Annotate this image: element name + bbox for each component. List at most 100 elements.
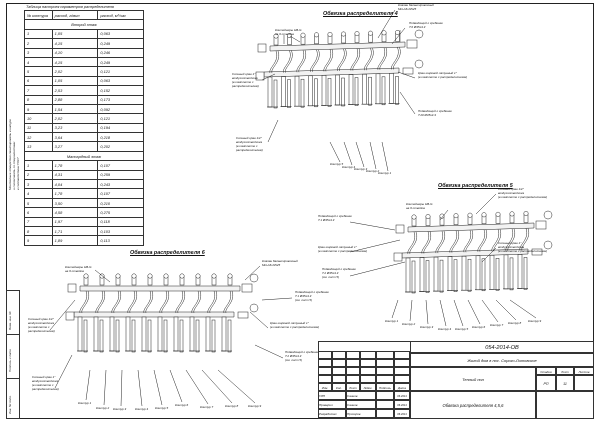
dist5-pipe bbox=[463, 230, 472, 253]
title-block-date: 06.2014 bbox=[394, 409, 410, 418]
dist5-pipe bbox=[421, 231, 430, 254]
dist5-pipe bbox=[409, 231, 418, 255]
dist6-callout: воздухоотводчика bbox=[28, 321, 55, 325]
dist6-valve-knob bbox=[83, 273, 89, 279]
leader-line bbox=[85, 369, 91, 401]
dist6-callout: T.2 Ø35х4.3 bbox=[285, 354, 302, 358]
dist4-pipe bbox=[350, 48, 359, 71]
dist4-pipe bbox=[271, 50, 280, 74]
dist4-outlet bbox=[294, 75, 300, 107]
dist4-pipe bbox=[391, 47, 399, 70]
dist6-callout: T.1 Ø35х4.3 bbox=[295, 294, 312, 298]
dist5-callout: Контур 5 bbox=[455, 327, 469, 331]
dist5-callout: Контур 1 bbox=[385, 319, 399, 323]
dist4-valve-wheel bbox=[414, 29, 424, 39]
dist5-callout: Контур 8 bbox=[508, 321, 522, 325]
dist4-valve-knob bbox=[273, 33, 279, 39]
dist6-valve-knob bbox=[227, 273, 233, 279]
dist6-callout: распределителем) bbox=[32, 387, 59, 391]
leader-line bbox=[244, 265, 261, 281]
dist4-end-fitting bbox=[402, 67, 414, 75]
dist4-header-top bbox=[269, 41, 406, 52]
leader-line bbox=[54, 354, 73, 389]
title-block-grid-cell bbox=[360, 367, 376, 375]
leader-line bbox=[391, 299, 399, 319]
dist6-outlet bbox=[93, 316, 99, 352]
dist4-callout: (в комплекте с bbox=[236, 144, 258, 148]
dist6-outlet bbox=[211, 319, 216, 353]
title-block-grid-cell bbox=[376, 359, 394, 367]
dist6-callout: Контур 6 bbox=[175, 403, 189, 407]
dist6-pipe bbox=[159, 290, 168, 314]
dist6-callout: Контур 2 bbox=[96, 406, 110, 410]
dist5-end-fitting bbox=[395, 224, 405, 234]
title-block-sheet-label: Лист bbox=[556, 367, 574, 375]
table-cell: 0,113 bbox=[97, 235, 144, 246]
dist5-pipe bbox=[507, 228, 516, 251]
title-block-name: Саинов bbox=[346, 400, 376, 409]
leader-line bbox=[249, 311, 269, 329]
dist5-pipe bbox=[449, 230, 458, 253]
title-block-role: Разработал bbox=[318, 409, 346, 418]
dist6-outlet bbox=[131, 319, 136, 353]
dist6-callout: Контейнеры НВ-G bbox=[65, 265, 92, 269]
dist6-callout: (в комплекте с bbox=[28, 325, 50, 329]
dist6-pipe bbox=[223, 290, 232, 314]
dist4-pipe bbox=[352, 48, 361, 71]
leader-line bbox=[509, 299, 537, 319]
dist6-callout: (в комплекте с распределителем) bbox=[270, 325, 320, 329]
dist6-end-fitting bbox=[65, 311, 75, 321]
dist5-callout: воздухоотводчика bbox=[498, 245, 525, 249]
dist4-pipe bbox=[379, 47, 388, 70]
dist4-outlet bbox=[300, 78, 305, 108]
dist4-valve-knob bbox=[368, 30, 373, 36]
dist5-outlet bbox=[447, 256, 453, 291]
title-block-col-header: №док. bbox=[360, 383, 376, 391]
dist6-callout: Контур 5 bbox=[155, 406, 169, 410]
title-block-col-header: Кол. bbox=[332, 383, 346, 391]
title-block-sheets-label: Листов bbox=[574, 367, 594, 375]
dist6-pipe bbox=[81, 290, 90, 314]
dist6-pipe bbox=[145, 290, 154, 314]
dist4-callout: Контур 5 bbox=[330, 162, 344, 166]
dist6-callout: Контур 4 bbox=[135, 407, 149, 411]
dist4-outlet bbox=[314, 78, 318, 108]
dist6-header-top bbox=[79, 285, 241, 292]
leader-line bbox=[201, 369, 233, 404]
dist4-pipe bbox=[269, 50, 278, 74]
dist4-pipe bbox=[298, 50, 307, 73]
leader-line bbox=[185, 369, 209, 405]
dist4-outlet bbox=[348, 74, 354, 105]
dist5-title: Обвязка распределителя 5 bbox=[438, 183, 513, 189]
title-block-grid-cell bbox=[394, 375, 410, 383]
leader-line bbox=[289, 35, 301, 43]
dist6-pipe bbox=[79, 290, 88, 314]
dist5-callout: T.1 Ø35х4.3 bbox=[318, 218, 335, 222]
dist5-callout: (в комплекте с распределителем) bbox=[498, 249, 548, 253]
leader-line bbox=[409, 299, 413, 322]
leader-line bbox=[397, 71, 416, 79]
dist5-callout: Контур 4 bbox=[438, 327, 452, 331]
dist5-outlet bbox=[419, 257, 425, 292]
leader-line bbox=[137, 369, 143, 407]
dist4-outlet bbox=[389, 73, 394, 104]
dist4-pipe bbox=[377, 47, 386, 70]
dist4-outlet bbox=[281, 76, 286, 107]
dist6-callout: Контур 9 bbox=[248, 404, 262, 408]
title-block-grid-cell bbox=[376, 375, 394, 383]
dist5-outlet bbox=[467, 258, 472, 292]
dist5-callout: (в комплекте с распределителем) bbox=[498, 195, 548, 199]
title-block-grid-cell bbox=[346, 367, 360, 375]
dist4-callout: распределителем) bbox=[236, 148, 263, 152]
title-block-col-header: Лист bbox=[346, 383, 360, 391]
dist5-callout: Сгонный кран 1" bbox=[498, 241, 522, 245]
dist4-callout: MH-AS DN25 bbox=[398, 7, 417, 11]
dist5-callout: Подводящий к гребенке bbox=[322, 267, 356, 271]
sheet-frame bbox=[6, 3, 594, 419]
dist4-outlet bbox=[362, 73, 367, 105]
dist6-callout: (в комплекте с bbox=[32, 383, 54, 387]
dist4-pipe bbox=[337, 48, 345, 72]
dist4-callout: Контур 1 bbox=[378, 171, 392, 175]
dist5-valve-knob bbox=[467, 212, 473, 218]
